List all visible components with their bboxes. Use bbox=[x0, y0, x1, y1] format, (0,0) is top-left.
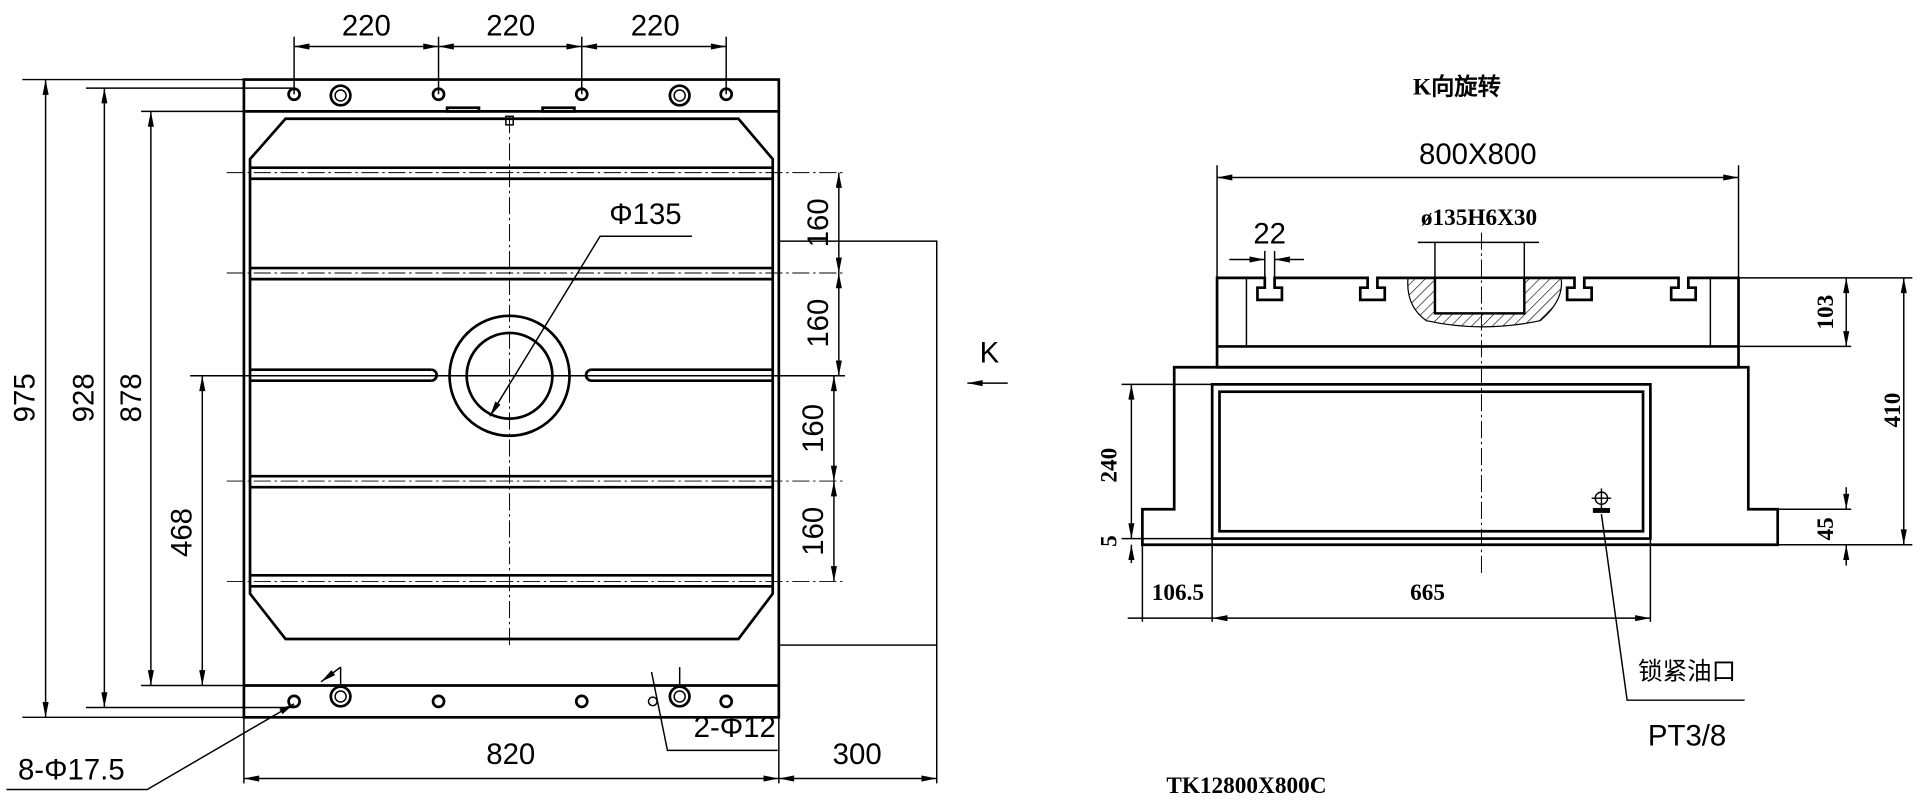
oil-port-icon bbox=[1591, 488, 1612, 513]
side-view: K向旋转 800X800 ø135H6X30 22 锁紧油口 PT3/8 bbox=[1097, 73, 1913, 799]
dim-label: 220 bbox=[486, 9, 535, 42]
dim-label: 160 bbox=[797, 507, 830, 556]
dim-label: 820 bbox=[486, 738, 535, 771]
center-bore-inner bbox=[465, 331, 554, 420]
dim-220: 220 220 220 bbox=[293, 9, 727, 95]
dim-label: 220 bbox=[631, 9, 680, 42]
model-number: TK12800X800C bbox=[1166, 773, 1326, 799]
dim-label: 975 bbox=[9, 373, 42, 422]
holes-callout: 8-Φ17.5 bbox=[18, 754, 125, 787]
dim-label: 240 bbox=[1097, 448, 1123, 483]
center-bore-outer bbox=[448, 314, 571, 438]
dim-label: 45 bbox=[1813, 517, 1839, 540]
dim-label: 468 bbox=[165, 508, 198, 557]
view-title: K向旋转 bbox=[1413, 73, 1501, 100]
access-cover bbox=[1210, 383, 1652, 540]
table-outline bbox=[248, 117, 775, 641]
side-block bbox=[778, 240, 938, 646]
dim-label: 665 bbox=[1410, 580, 1445, 606]
oil-port-label: 锁紧油口 bbox=[1638, 656, 1736, 685]
dim-label: 22 bbox=[1253, 218, 1286, 251]
dim-label: 160 bbox=[802, 299, 835, 348]
dim-label: 160 bbox=[802, 198, 835, 247]
dim-label: ø135H6X30 bbox=[1421, 205, 1537, 231]
bore-section bbox=[1407, 241, 1563, 328]
dim-label: 106.5 bbox=[1152, 580, 1204, 606]
top-view: 220 220 220 975 928 878 468 160 160 160 bbox=[6, 9, 1008, 791]
dims-160: 160 160 160 160 bbox=[797, 172, 842, 582]
dim-label: 103 bbox=[1813, 295, 1839, 330]
center-lines bbox=[190, 116, 845, 649]
dim-label: 410 bbox=[1880, 393, 1906, 428]
bore-dim-label: Φ135 bbox=[609, 198, 681, 231]
view-arrow-label: K bbox=[980, 336, 1000, 369]
dim-label: 160 bbox=[797, 404, 830, 453]
table-section bbox=[1215, 276, 1740, 369]
dims-left: 975 928 878 468 bbox=[9, 78, 295, 719]
pins-callout: 2-Φ12 bbox=[694, 711, 776, 744]
mounting-holes bbox=[287, 87, 734, 709]
dim-label: 300 bbox=[833, 738, 882, 771]
eye-bolts bbox=[329, 84, 691, 708]
base-section bbox=[1141, 365, 1780, 547]
dim-label: 220 bbox=[342, 9, 391, 42]
dim-label: 878 bbox=[115, 373, 148, 422]
base-outline bbox=[242, 78, 781, 719]
dim-label: 5 bbox=[1097, 535, 1123, 547]
oil-port-thread: PT3/8 bbox=[1648, 719, 1726, 752]
dim-label: 800X800 bbox=[1419, 138, 1537, 171]
t-slots bbox=[250, 166, 773, 588]
dim-label: 928 bbox=[67, 373, 100, 422]
